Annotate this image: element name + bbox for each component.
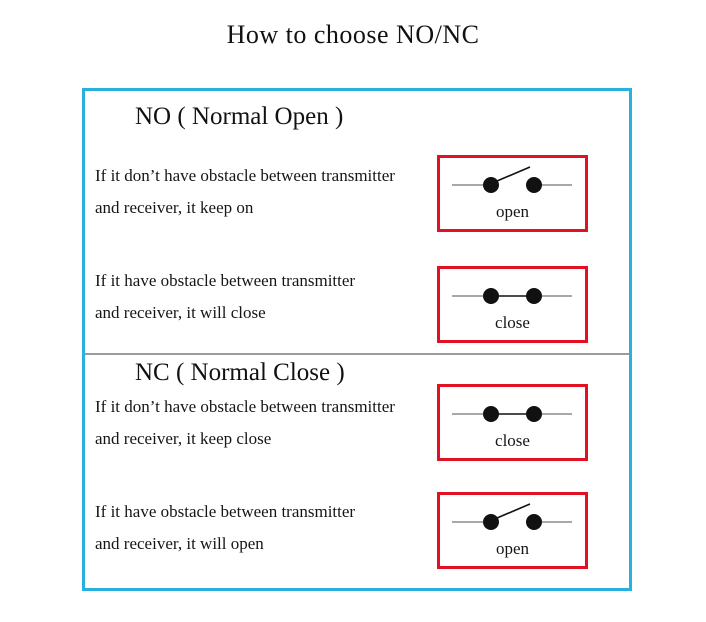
description-no-row2: If it have obstacle between transmitter … [95,265,355,329]
description-line: If it don’t have obstacle between transm… [95,397,395,416]
switch-state-label: close [495,313,530,332]
section-heading-nc: NC ( Normal Close ) [135,359,345,386]
switch-box-no-close: close [437,266,588,343]
description-line: and receiver, it keep close [95,429,272,448]
switch-state-label: close [495,431,530,450]
switch-box-no-open: open [437,155,588,232]
switch-state-label: open [495,202,530,221]
description-line: and receiver, it will close [95,303,266,322]
switch-closed-icon [440,390,585,430]
description-line: If it have obstacle between transmitter [95,502,356,521]
description-line: If it have obstacle between transmitter [95,271,356,290]
description-nc-row1: If it don’t have obstacle between transm… [95,391,395,455]
section-divider [85,353,629,355]
switch-open-icon [440,498,585,538]
description-no-row1: If it don’t have obstacle between transm… [95,160,395,224]
description-line: If it don’t have obstacle between transm… [95,166,395,185]
description-line: and receiver, it will open [95,534,264,553]
switch-box-nc-close: close [437,384,588,461]
section-heading-no: NO ( Normal Open ) [135,103,344,130]
content-panel: NO ( Normal Open ) If it don’t have obst… [82,88,632,591]
panel-inner: NO ( Normal Open ) If it don’t have obst… [85,91,629,588]
switch-box-nc-open: open [437,492,588,569]
description-nc-row2: If it have obstacle between transmitter … [95,496,355,560]
description-line: and receiver, it keep on [95,198,254,217]
switch-closed-icon [440,272,585,312]
switch-open-icon [440,161,585,201]
page-title: How to choose NO/NC [226,20,480,49]
switch-state-label: open [495,539,530,558]
